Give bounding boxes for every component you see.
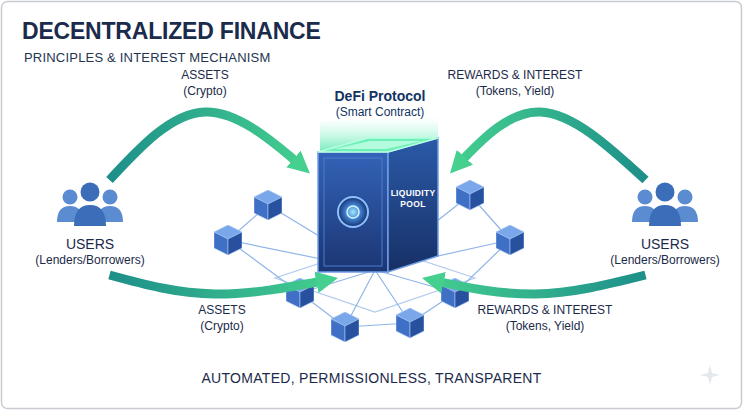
vault-door bbox=[324, 158, 382, 266]
node-subtitle: (Lenders/Borrowers) bbox=[600, 253, 730, 268]
user-group: USERS(Lenders/Borrowers) bbox=[600, 180, 730, 275]
cube-top bbox=[318, 138, 438, 152]
flow-arrow bbox=[450, 112, 646, 180]
connector-layer bbox=[110, 112, 646, 294]
vault-dial-center bbox=[347, 206, 359, 218]
cube-side bbox=[388, 138, 438, 272]
node-subtitle: (Smart Contract) bbox=[310, 105, 450, 120]
cube-front bbox=[318, 152, 388, 272]
user-icon bbox=[57, 183, 123, 227]
diagram-title: DECENTRALIZED FINANCE bbox=[22, 18, 321, 45]
flow-arrow bbox=[110, 112, 311, 180]
node-heading: USERS bbox=[25, 236, 155, 253]
node-heading: USERS bbox=[600, 236, 730, 253]
user-group: USERS(Lenders/Borrowers) bbox=[25, 180, 155, 275]
vault-dial bbox=[338, 197, 368, 227]
cube-glow bbox=[334, 141, 422, 149]
protocol-cube: DeFi Protocol(Smart Contract) LIQUIDITY P… bbox=[310, 88, 450, 278]
flow-arrow bbox=[110, 275, 339, 294]
edge-label: REWARDS & INTEREST (Tokens, Yield) bbox=[474, 302, 616, 334]
user-icon bbox=[632, 183, 698, 227]
diagram-subtitle: PRINCIPLES & INTEREST MECHANISM bbox=[24, 50, 271, 65]
flow-arrow bbox=[422, 275, 646, 294]
node-subtitle: (Lenders/Borrowers) bbox=[25, 253, 155, 268]
edge-label: ASSETS (Crypto) bbox=[182, 302, 262, 334]
diagram-caption: AUTOMATED, PERMISSIONLESS, TRANSPARENT bbox=[0, 370, 743, 386]
edge-label: REWARDS & INTEREST (Tokens, Yield) bbox=[444, 67, 586, 99]
node-heading: DeFi Protocol bbox=[310, 88, 450, 105]
pool-label: LIQUIDITY POOL bbox=[390, 188, 436, 210]
edge-label: ASSETS (Crypto) bbox=[165, 67, 245, 99]
sparkle bbox=[700, 365, 720, 385]
